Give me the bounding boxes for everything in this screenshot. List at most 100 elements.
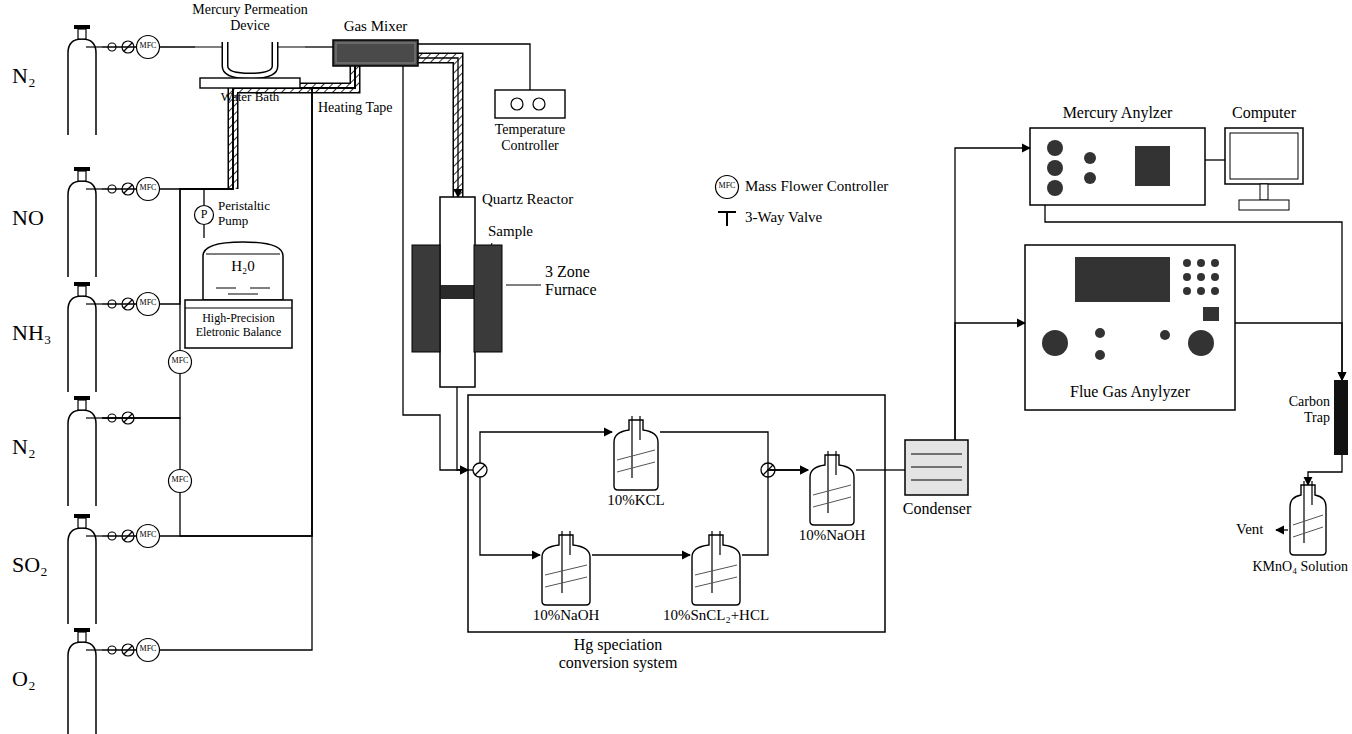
- speciation-box: 10%KCL10%NaOH10%SnCL₂+HCL10%NaOHHg speci…: [468, 395, 885, 632]
- flue-gas-analyzer: Flue Gas Anylyzer: [1025, 245, 1235, 410]
- gas-cylinder: SO₂: [12, 514, 102, 624]
- mass-flow-controller: MFC: [168, 350, 192, 374]
- mercury-permeation-device-part: [200, 78, 300, 88]
- impinger-bottle-outline: [1288, 485, 1328, 555]
- temperature-controller-part: [495, 90, 565, 118]
- annotation-label: Vent: [1236, 521, 1264, 538]
- pipe-connector: [102, 535, 136, 536]
- node-label: Peristaltic Pump: [218, 199, 290, 229]
- electronic-balance-part: [185, 300, 292, 348]
- tube-furnace-part: [412, 245, 502, 352]
- legend-text: Mass Flower Controller: [745, 178, 888, 195]
- pipe-connector: [160, 66, 355, 189]
- node-label: H₂0: [223, 258, 263, 275]
- leader-line: [506, 285, 541, 286]
- node-label: Gas Mixer: [323, 18, 428, 35]
- mass-flow-controller: MFC: [136, 638, 160, 662]
- node-label: Temperature Controller: [480, 122, 580, 154]
- tube-furnace-part: [474, 245, 502, 352]
- quartz-reactor-part: [440, 197, 475, 387]
- gas-cylinder-part: [68, 396, 102, 506]
- electronic-balance-part: [185, 307, 292, 308]
- tube-furnace-outline: [412, 245, 502, 352]
- gas-mixer: Gas Mixer: [333, 40, 418, 66]
- node-label: Carbon Trap: [1270, 394, 1330, 426]
- speciation-piping: [856, 469, 885, 470]
- node-label: NH₃: [12, 320, 62, 345]
- flue-gas-analyzer-part: [1211, 273, 1219, 281]
- pipe-connector: [660, 432, 808, 470]
- mercury-analyzer: Mercury Anylzer: [1030, 128, 1205, 205]
- mercury-permeation-device-part: [225, 42, 275, 76]
- three-way-valve: [473, 463, 487, 477]
- pipe-connector: [203, 225, 204, 238]
- impinger-bottle-part: [695, 565, 737, 587]
- impinger-bottle-part: [828, 451, 836, 513]
- annotation-label: Heating Tape: [318, 100, 393, 116]
- gas-cylinder-part: [78, 286, 86, 296]
- speciation-piping: [480, 432, 612, 463]
- flue-gas-analyzer-part: [1095, 350, 1105, 360]
- node-label: Mercury Anylzer: [1030, 104, 1205, 122]
- mercury-analyzer-outline: [1030, 128, 1205, 205]
- flue-gas-analyzer-part: [1095, 328, 1105, 338]
- carbon-trap-part: [1334, 380, 1348, 455]
- node-label: SO₂: [12, 552, 62, 577]
- node-label: 10%NaOH: [792, 527, 872, 544]
- flue-gas-analyzer-part: [1197, 259, 1205, 267]
- impinger-bottle-outline: [612, 420, 660, 490]
- gas-cylinder-outline: [62, 396, 102, 506]
- flue-gas-analyzer-part: [1197, 273, 1205, 281]
- carbon-trap-part: [1334, 380, 1348, 455]
- pipe-connector: [885, 469, 905, 470]
- node-label: 10%SnCL₂+HCL: [660, 607, 772, 624]
- node-label: 10%KCL: [596, 492, 676, 509]
- node-label: MFC: [136, 183, 160, 192]
- gas-cylinder-part: [74, 282, 90, 286]
- impinger-bottle-part: [562, 531, 570, 593]
- gas-cylinder-part: [86, 303, 102, 304]
- computer-monitor: Computer: [1225, 128, 1303, 214]
- gas-cylinder-part: [78, 29, 86, 39]
- mass-flow-controller: MFC: [136, 292, 160, 316]
- node-label: KMnO₄ Solution: [1240, 559, 1348, 575]
- flue-gas-analyzer-part: [1042, 330, 1068, 356]
- pipe-connector: [742, 470, 808, 555]
- condenser: Condenser: [905, 440, 968, 495]
- legend-symbol: [716, 176, 739, 199]
- impinger-bottle-part: [810, 455, 854, 525]
- gas-cylinder-part: [68, 39, 96, 135]
- gas-cylinder-part: [78, 400, 86, 410]
- condenser-outline: [905, 440, 968, 495]
- gas-cylinder-part: [74, 628, 90, 632]
- mass-flow-controller-part: [137, 36, 160, 59]
- node-label: N₂: [12, 63, 62, 88]
- flue-gas-analyzer-part: [1183, 273, 1191, 281]
- gas-cylinder-part: [74, 25, 90, 29]
- computer-monitor-part: [1260, 184, 1268, 200]
- flue-gas-analyzer-part: [1197, 287, 1205, 295]
- speciation-box-part: [468, 395, 885, 632]
- water-tank: H₂0: [198, 238, 288, 300]
- gas-cylinder-outline: [62, 628, 102, 734]
- mass-flow-controller: MFC: [136, 35, 160, 59]
- mass-flow-controller-part: [137, 293, 160, 316]
- sample-bed-outline: [440, 285, 475, 299]
- impinger-bottle-outline: [808, 455, 856, 525]
- impinger-bottle-part: [1293, 515, 1323, 537]
- impinger-bottle-part: [1304, 481, 1312, 543]
- node-label: NO: [12, 205, 62, 230]
- gas-cylinder: NO: [12, 167, 102, 277]
- computer-monitor-part: [1225, 128, 1303, 184]
- node-label: Sample: [488, 223, 548, 240]
- pressure-regulator: [108, 41, 134, 656]
- flue-gas-analyzer-part: [1211, 287, 1219, 295]
- node-label: Mercury Permeation Device: [185, 2, 315, 34]
- node-label: MFC: [136, 644, 160, 653]
- mass-flow-controller-part: [137, 293, 160, 316]
- mercury-permeation-device-part: [195, 46, 305, 47]
- mass-flow-controller: MFC: [136, 177, 160, 201]
- impinger-bottle-part: [614, 416, 658, 490]
- mercury-analyzer-part: [1047, 160, 1063, 176]
- node-label: MFC: [136, 298, 160, 307]
